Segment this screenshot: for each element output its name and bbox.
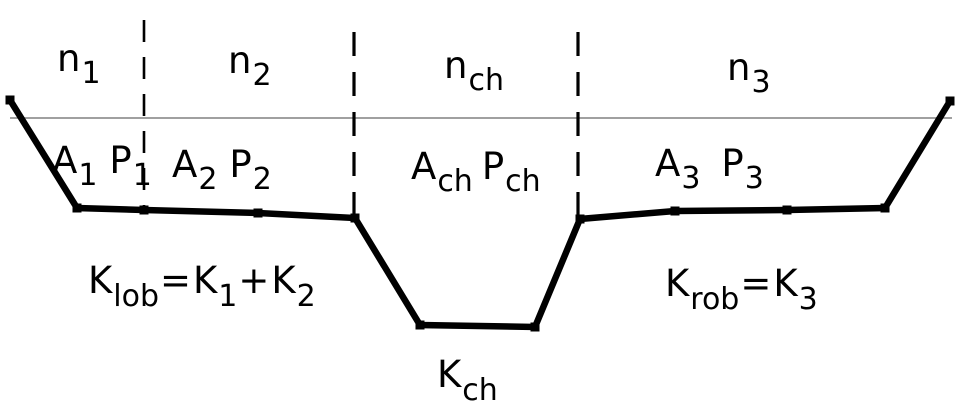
conveyance-symbol: K	[665, 262, 690, 305]
perimeter-symbol: P	[481, 145, 505, 188]
area-symbol: A	[52, 139, 78, 182]
perimeter-symbol: P	[229, 143, 252, 186]
perimeter-symbol: P	[109, 139, 132, 182]
bed-vertex-marker	[880, 203, 890, 213]
area-subscript: 1	[78, 158, 98, 193]
plus-sign: +	[238, 259, 270, 302]
bed-vertex-marker	[350, 213, 360, 223]
conveyance-left-overbank: Klob=K1+K2	[88, 259, 316, 312]
roughness-n2: n2	[228, 39, 272, 91]
roughness-subscript: ch	[468, 63, 504, 98]
perimeter-subscript: ch	[505, 164, 541, 199]
area-subscript: ch	[437, 164, 473, 199]
channel-bed-polyline	[7, 98, 953, 331]
conveyance-subscript: rob	[690, 282, 740, 317]
roughness-subscript: 3	[751, 65, 771, 100]
conveyance-subscript: 1	[218, 279, 238, 314]
roughness-n3: n3	[727, 46, 771, 98]
bed-vertex-marker	[945, 96, 955, 106]
conveyance-symbol: K	[773, 262, 798, 305]
bed-vertex-marker	[72, 203, 82, 213]
perimeter-subscript: 2	[252, 162, 272, 197]
perimeter-symbol: P	[721, 142, 744, 185]
roughness-subscript: 1	[81, 56, 101, 91]
roughness-symbol: n	[228, 39, 252, 82]
bed-vertex-marker	[139, 205, 149, 215]
area-symbol: A	[655, 142, 681, 185]
conveyance-subscript: ch	[462, 373, 498, 408]
conveyance-symbol: K	[193, 259, 218, 302]
bed-vertex-marker	[253, 208, 263, 218]
conveyance-subscript: lob	[113, 279, 159, 314]
bed-vertex-marker	[415, 320, 425, 330]
conveyance-subscript: 3	[798, 282, 818, 317]
roughness-subscript: 2	[252, 58, 272, 93]
conveyance-symbol: K	[88, 259, 113, 302]
area-symbol: A	[411, 145, 437, 188]
channel-bed-vertex-markers	[5, 95, 955, 332]
divider-group	[142, 20, 580, 220]
conveyance-subscript: 2	[296, 279, 316, 314]
roughness-symbol: n	[57, 37, 81, 80]
channel-bed-group	[5, 95, 955, 332]
bed-vertex-marker	[782, 205, 792, 215]
bed-vertex-marker	[530, 322, 540, 332]
conveyance-symbol: K	[271, 259, 296, 302]
equals-sign: =	[740, 262, 772, 305]
area-subscript: 2	[198, 162, 218, 197]
equals-sign: =	[160, 259, 192, 302]
roughness-n1: n1	[57, 37, 101, 89]
bed-vertex-marker	[575, 214, 585, 224]
bed-vertex-marker	[5, 95, 15, 105]
area-symbol: A	[172, 143, 198, 186]
roughness-symbol: n	[727, 46, 751, 89]
perimeter-subscript: 1	[132, 158, 152, 193]
roughness-nch: nch	[444, 44, 504, 96]
roughness-symbol: n	[444, 44, 468, 87]
bed-vertex-marker	[670, 206, 680, 216]
conveyance-symbol: K	[437, 353, 462, 396]
area-subscript: 3	[681, 161, 701, 196]
perimeter-subscript: 3	[744, 161, 764, 196]
conveyance-channel: Kch	[437, 353, 498, 406]
conveyance-right-overbank: Krob=K3	[665, 262, 818, 315]
